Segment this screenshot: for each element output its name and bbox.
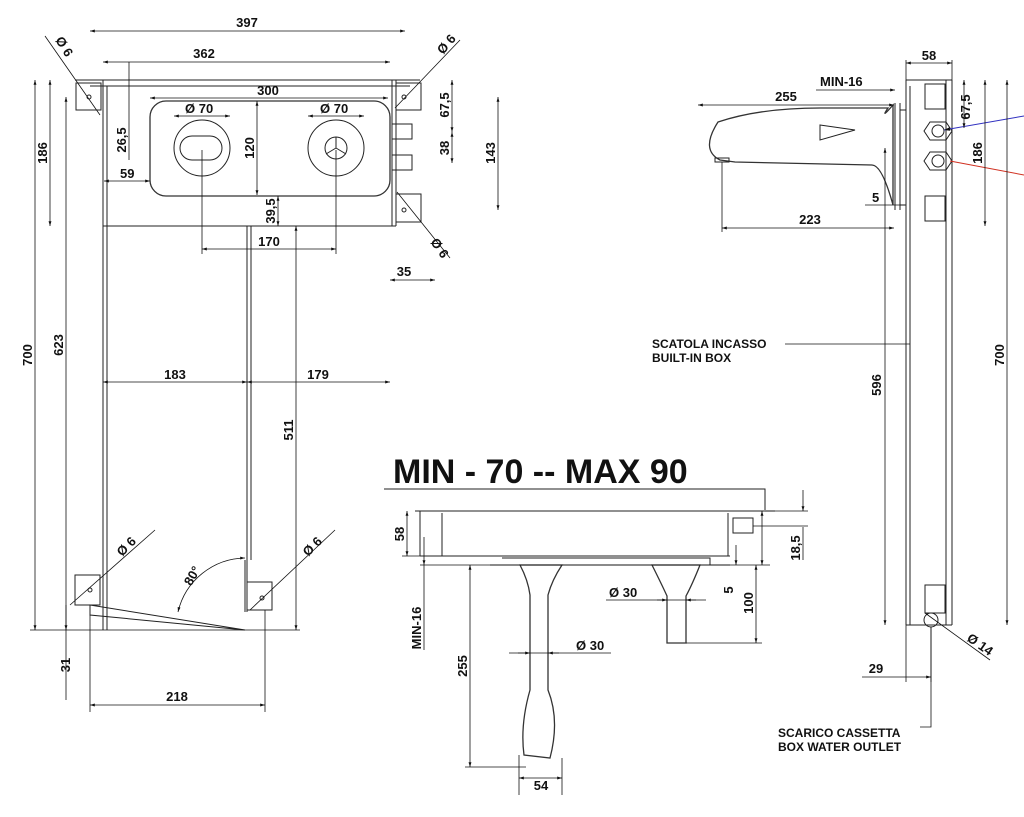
side-dim-dia-14: Ø 14: [964, 630, 996, 659]
note-outlet-it: SCARICO CASSETTA: [778, 726, 901, 740]
hot-arrow: [949, 160, 1024, 176]
dim-angle-80: 80°: [181, 563, 204, 588]
wall-thickness-title: MIN - 70 -- MAX 90: [393, 453, 688, 491]
dim-186: 186: [35, 142, 50, 164]
section-dim-dia-30-handle: Ø 30: [609, 585, 637, 600]
side-dim-186: 186: [970, 142, 985, 164]
side-dim-5: 5: [872, 190, 879, 205]
dim-623: 623: [51, 334, 66, 356]
dim-700: 700: [20, 344, 35, 366]
hole-dia-bottom-left: Ø 6: [114, 534, 139, 559]
note-builtin-box-it: SCATOLA INCASSO: [652, 337, 766, 351]
section-dim-min16: MIN-16: [409, 607, 424, 650]
dim-39-5: 39,5: [263, 198, 278, 223]
note-builtin-box-en: BUILT-IN BOX: [652, 351, 731, 365]
dim-362: 362: [193, 46, 215, 61]
dim-38: 38: [437, 141, 452, 155]
dim-dia-70-left: Ø 70: [185, 101, 213, 116]
dim-170: 170: [258, 234, 280, 249]
section-spout: [518, 564, 564, 759]
section-dim-100: 100: [741, 592, 756, 614]
side-dim-223: 223: [799, 212, 821, 227]
side-dim-29: 29: [869, 661, 883, 676]
cold-arrow: [943, 115, 1024, 131]
dim-397: 397: [236, 15, 258, 30]
dim-120: 120: [242, 137, 257, 159]
dim-67-5: 67,5: [437, 92, 452, 117]
hot-inlet: [923, 151, 953, 171]
side-dim-596: 596: [869, 374, 884, 396]
section-dim-18-5: 18,5: [788, 535, 803, 560]
dim-179: 179: [307, 367, 329, 382]
control-plate: [149, 100, 391, 197]
section-dim-54: 54: [534, 778, 549, 793]
section-handle: [650, 564, 701, 644]
section-view: MIN - 70 -- MAX 90 58 MIN-16 255: [384, 453, 808, 795]
dim-dia-70-right: Ø 70: [320, 101, 348, 116]
side-dim-700: 700: [992, 344, 1007, 366]
hole-dia-top-right: Ø 6: [434, 31, 459, 57]
side-view: 58 MIN-16 255 67,5 186 5 223 596 700 29 …: [652, 48, 1024, 754]
dim-35: 35: [397, 264, 411, 279]
dim-31: 31: [58, 658, 73, 672]
dim-143: 143: [483, 142, 498, 164]
hole-dia-top-left: Ø 6: [52, 34, 76, 60]
section-dim-dia-30-spout: Ø 30: [576, 638, 604, 653]
side-dim-min16: MIN-16: [820, 74, 863, 89]
dim-59: 59: [120, 166, 134, 181]
section-dim-58: 58: [392, 527, 407, 541]
front-view: 397 362 300 Ø 70 Ø 70 186 26,5 59 120 67…: [20, 15, 500, 712]
hole-dia-bottom-right: Ø 6: [300, 534, 325, 559]
section-dim-5: 5: [721, 586, 736, 593]
hole-dia-mid-right: Ø 6: [428, 235, 452, 261]
spout: [708, 103, 894, 206]
dim-218: 218: [166, 689, 188, 704]
dim-511: 511: [281, 420, 296, 441]
section-dim-255: 255: [455, 655, 470, 677]
note-outlet-en: BOX WATER OUTLET: [778, 740, 902, 754]
side-dim-67-5: 67,5: [958, 94, 973, 119]
dim-183: 183: [164, 367, 186, 382]
cold-inlet: [923, 121, 953, 141]
dim-300: 300: [257, 83, 279, 98]
side-dim-58: 58: [922, 48, 936, 63]
dim-26-5: 26,5: [114, 127, 129, 152]
side-dim-255: 255: [775, 89, 797, 104]
